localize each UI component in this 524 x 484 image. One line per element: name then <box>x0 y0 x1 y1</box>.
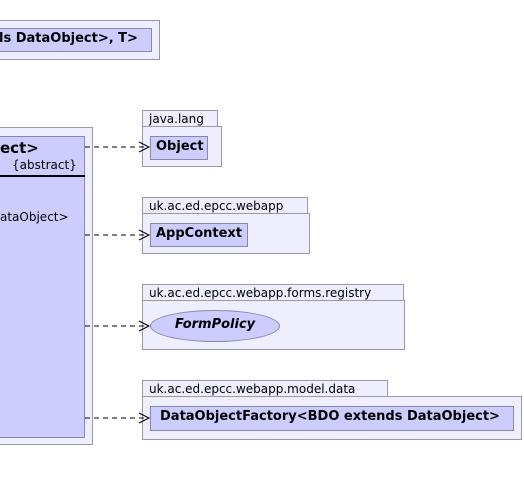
top-class-label: ls DataObject>, T> <box>0 31 138 46</box>
class-object[interactable]: Object <box>150 136 208 160</box>
arrowhead-appcontext <box>138 229 151 241</box>
class-appcontext[interactable]: AppContext <box>150 223 248 247</box>
top-class-box[interactable]: ls DataObject>, T> <box>0 28 152 52</box>
package-name: uk.ac.ed.epcc.webapp <box>149 199 284 213</box>
package-name: uk.ac.ed.epcc.webapp.model.data <box>149 382 356 396</box>
interface-formpolicy[interactable]: FormPolicy <box>150 310 280 342</box>
main-class-stereotype: {abstract} <box>12 158 77 172</box>
class-object-label: Object <box>156 139 204 154</box>
package-name: java.lang <box>149 112 204 126</box>
main-class-box[interactable]: ect> {abstract} ataObject> <box>0 136 85 438</box>
package-tab-webapp: uk.ac.ed.epcc.webapp <box>142 197 308 214</box>
package-tab-forms-registry: uk.ac.ed.epcc.webapp.forms.registry <box>142 284 404 301</box>
main-class-divider <box>0 175 85 177</box>
package-tab-model-data: uk.ac.ed.epcc.webapp.model.data <box>142 380 388 397</box>
package-name: uk.ac.ed.epcc.webapp.forms.registry <box>149 286 372 300</box>
arrowhead-object <box>138 141 151 153</box>
class-dataobjectfactory[interactable]: DataObjectFactory<BDO extends DataObject… <box>150 406 514 431</box>
class-dataobjectfactory-label: DataObjectFactory<BDO extends DataObject… <box>160 409 500 424</box>
interface-formpolicy-label: FormPolicy <box>174 317 256 332</box>
main-class-name: ect> <box>0 139 39 157</box>
class-appcontext-label: AppContext <box>156 226 243 241</box>
arrowhead-formpolicy <box>138 320 151 332</box>
package-tab-java-lang: java.lang <box>142 110 218 127</box>
main-class-attribute: ataObject> <box>0 210 69 224</box>
arrowhead-dataobjectfactory <box>138 412 151 424</box>
